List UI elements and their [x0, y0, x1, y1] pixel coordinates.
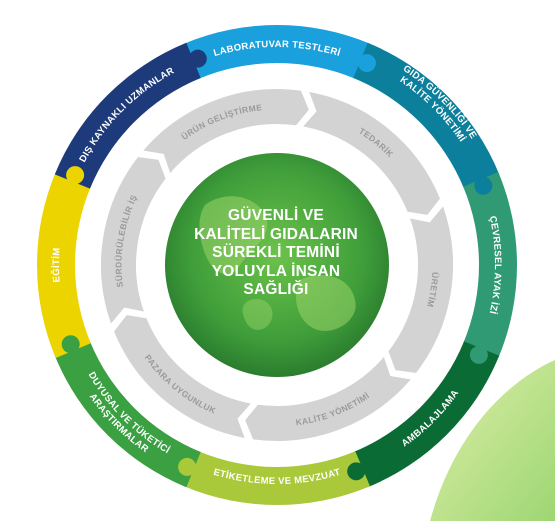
continent-shape	[242, 298, 273, 330]
segment-connector	[469, 345, 488, 364]
outer-ring-label: EĞİTİM	[50, 247, 63, 283]
outer-ring-segment	[183, 24, 371, 79]
segment-connector	[178, 457, 197, 476]
continent-shape	[296, 275, 356, 331]
inner-ring-segment	[299, 89, 443, 218]
outer-ring-segment	[183, 451, 371, 506]
center-title-line: YOLUYLA İNSAN	[211, 262, 341, 280]
outer-ring-segment	[54, 42, 201, 189]
center-title-line: SÜREKLİ TEMİNİ	[212, 244, 340, 261]
segment-connector	[357, 54, 376, 73]
outer-ring-label: ÇEVRESEL AYAK İZİ	[487, 215, 503, 315]
outer-ring-segment	[54, 341, 201, 488]
decorative-leaf-shape	[430, 360, 555, 521]
outer-ring-segment	[353, 42, 500, 189]
inner-ring-segment	[111, 312, 255, 441]
segment-connector	[66, 166, 85, 185]
segment-connector	[474, 176, 493, 195]
segment-connector	[347, 462, 366, 481]
inner-ring-segment	[139, 87, 312, 178]
segment-connector	[61, 335, 80, 354]
center-title-line: KALİTELİ GIDALARIN	[194, 225, 358, 243]
inner-ring-segment	[242, 352, 415, 443]
outer-ring-segment	[36, 171, 91, 359]
globe	[165, 153, 389, 377]
outer-ring-segment	[353, 341, 500, 488]
inner-ring-segment	[99, 154, 168, 328]
continent-shape	[199, 196, 268, 275]
inner-ring-segment	[386, 202, 455, 376]
center-title-line: SAĞLIĞI	[243, 281, 309, 298]
center-title: GÜVENLİ VE KALİTELİ GIDALARIN SÜREKLİ TE…	[176, 207, 376, 300]
segment-connector	[188, 49, 207, 68]
center-title-line: GÜVENLİ VE	[228, 207, 324, 224]
outer-ring-segment	[463, 171, 518, 359]
